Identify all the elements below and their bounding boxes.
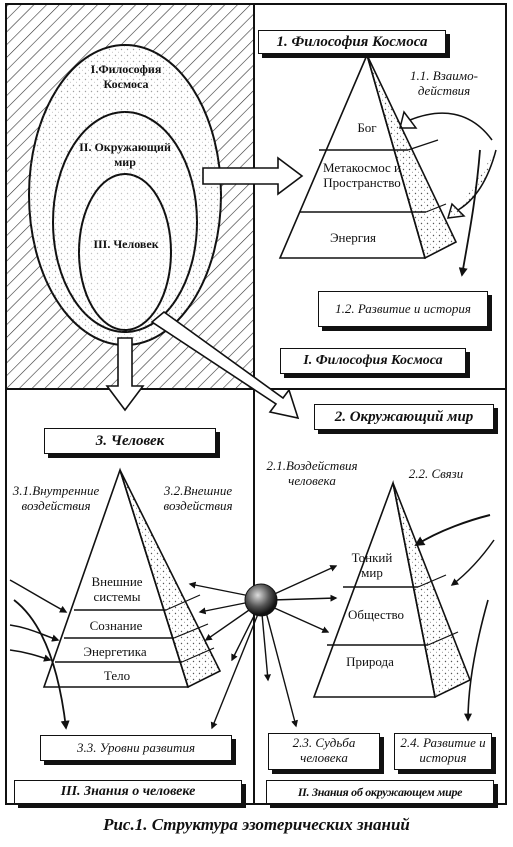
ellipse-label-man: III. Человек — [93, 237, 159, 251]
label-fate: 2.3. Судьба человека — [268, 733, 380, 770]
curved-arrow-development — [458, 149, 481, 277]
figure-caption: Рис.1. Структура эзотерических знаний — [103, 815, 410, 834]
central-sphere-arrows — [188, 565, 338, 730]
curved-arrow-world-links — [414, 514, 491, 547]
pyramid-man-consciousness: Сознание — [89, 618, 143, 633]
arrow-to-man — [105, 337, 145, 412]
pyramid-man-body: Тело — [103, 668, 131, 683]
pyramid-cosmos-energy: Энергия — [329, 230, 377, 245]
title-world: 2. Окружающий мир — [314, 404, 494, 430]
arrow-to-world — [150, 310, 300, 420]
ellipse-label-world: II. Окружающий мир — [79, 140, 171, 169]
pyramid-world-subtle: Тонкий мир — [351, 550, 393, 580]
pyramid-cosmos-god: Бог — [357, 120, 377, 135]
arrow-to-cosmos — [202, 156, 304, 196]
pyramid-world-society: Общество — [347, 607, 405, 622]
label-influence: 2.1.Воздействия человека — [266, 458, 358, 488]
label-internal: 3.1.Внутренние воздействия — [12, 483, 100, 513]
pyramid-cosmos-metacosmos: Метакосмос и Пространство — [322, 160, 402, 190]
curved-arrow-interactions — [399, 110, 493, 141]
label-development-cosmos: 1.2. Развитие и история — [318, 291, 488, 327]
ellipse-label-cosmos: I.Философия Космоса — [90, 62, 162, 91]
label-development-world: 2.4. Развитие и история — [394, 733, 492, 770]
label-external: 3.2.Внешние воздействия — [163, 483, 233, 513]
title-man: 3. Человек — [44, 428, 216, 454]
footer-cosmos: I. Философия Космоса — [280, 348, 466, 374]
pyramid-man — [42, 467, 222, 689]
title-cosmos: 1. Философия Космоса — [258, 30, 446, 54]
pyramid-cosmos — [278, 52, 458, 260]
pyramid-world-nature: Природа — [346, 654, 394, 669]
footer-man: III. Знания о человеке — [14, 780, 242, 804]
label-interactions: 1.1. Взаимо-действия — [410, 68, 478, 98]
central-sphere — [244, 583, 278, 617]
pyramid-world — [312, 480, 472, 699]
pyramid-man-external-systems: Внешние системы — [91, 574, 143, 604]
label-links: 2.2. Связи — [408, 466, 464, 481]
footer-world: II. Знания об окружающем мире — [266, 780, 494, 804]
curved-arrow-man-levels — [13, 599, 70, 730]
label-levels: 3.3. Уровни развития — [40, 735, 232, 761]
pyramid-man-energetics: Энергетика — [83, 644, 147, 659]
outer-frame — [5, 3, 507, 805]
